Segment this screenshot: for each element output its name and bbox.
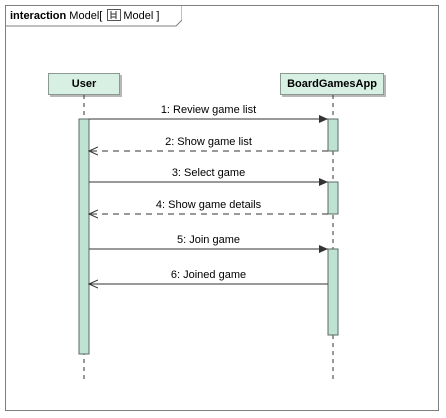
frame-ref-name: Model: [123, 10, 154, 22]
interaction-ref-icon: [107, 9, 122, 21]
interaction-frame: interaction Model[ Model ]: [5, 5, 439, 411]
message-4-label: 4: Show game details: [156, 199, 262, 211]
message-1-label: 1: Review game list: [161, 104, 256, 116]
frame-tab: interaction Model[ Model ]: [6, 6, 182, 27]
lifeline-boardgamesapp-head[interactable]: BoardGamesApp: [280, 73, 384, 95]
activation-bar-user[interactable]: [78, 118, 90, 355]
frame-name: Model: [69, 10, 100, 22]
message-2-label: 2: Show game list: [165, 136, 252, 148]
activation-bar-app[interactable]: [327, 248, 339, 336]
message-3-label: 3: Select game: [172, 167, 245, 179]
lifeline-boardgamesapp-label: BoardGamesApp: [287, 78, 377, 90]
lifeline-user-label: User: [71, 78, 97, 90]
message-5-label: 5: Join game: [177, 234, 240, 246]
lifeline-user-head[interactable]: User: [48, 73, 120, 95]
activation-bar-app[interactable]: [327, 181, 339, 215]
message-6-label: 6: Joined game: [171, 269, 246, 281]
frame-tab-outline: [6, 6, 182, 27]
frame-tab-label: interaction Model[ Model ]: [10, 9, 160, 22]
frame-keyword: interaction: [10, 10, 67, 22]
activation-bar-app[interactable]: [327, 118, 339, 152]
